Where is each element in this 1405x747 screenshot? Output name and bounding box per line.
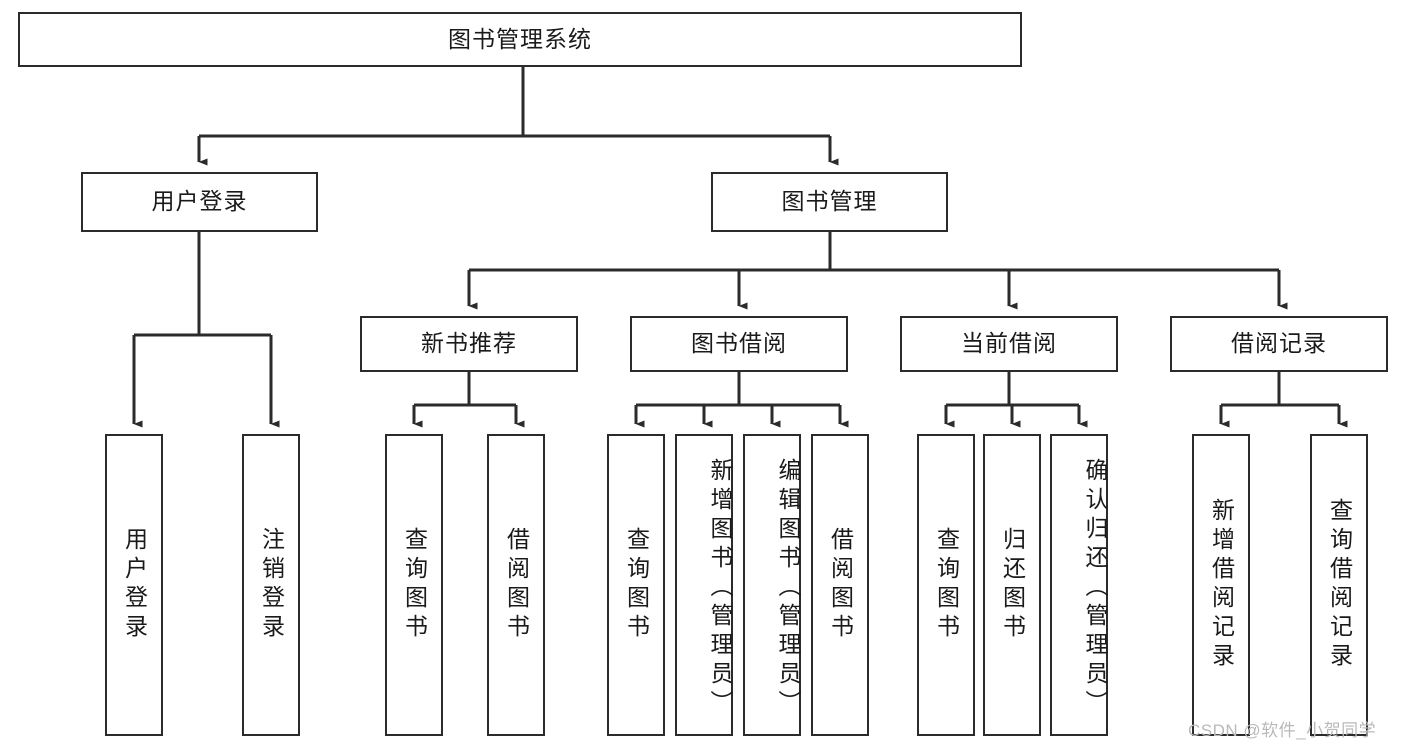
node-book-management[interactable]: 图书管理 [711, 172, 948, 232]
leaf-return-books[interactable]: 归还图书 [983, 434, 1041, 736]
node-user-login[interactable]: 用户登录 [81, 172, 318, 232]
leaf-add-borrow-record[interactable]: 新增借阅记录 [1192, 434, 1250, 736]
csdn-watermark: CSDN @软件_小贺同学 [1188, 721, 1377, 740]
leaf-user-logout[interactable]: 注销登录 [242, 434, 300, 736]
node-borrow-records[interactable]: 借阅记录 [1170, 316, 1388, 372]
node-root-system[interactable]: 图书管理系统 [18, 12, 1022, 67]
leaf-user-login[interactable]: 用户登录 [105, 434, 163, 736]
leaf-edit-book-admin[interactable]: 编辑图书（管理员） [743, 434, 801, 736]
leaf-borrow-books-newbook[interactable]: 借阅图书 [487, 434, 545, 736]
leaf-confirm-return-admin[interactable]: 确认归还（管理员） [1050, 434, 1108, 736]
node-book-borrow[interactable]: 图书借阅 [630, 316, 848, 372]
leaf-add-book-admin[interactable]: 新增图书（管理员） [675, 434, 733, 736]
leaf-query-books-borrow[interactable]: 查询图书 [607, 434, 665, 736]
leaf-query-books-current[interactable]: 查询图书 [917, 434, 975, 736]
leaf-query-books-newbook[interactable]: 查询图书 [385, 434, 443, 736]
leaf-borrow-books[interactable]: 借阅图书 [811, 434, 869, 736]
node-current-borrow[interactable]: 当前借阅 [900, 316, 1118, 372]
leaf-query-borrow-record[interactable]: 查询借阅记录 [1310, 434, 1368, 736]
node-new-book-recommend[interactable]: 新书推荐 [360, 316, 578, 372]
